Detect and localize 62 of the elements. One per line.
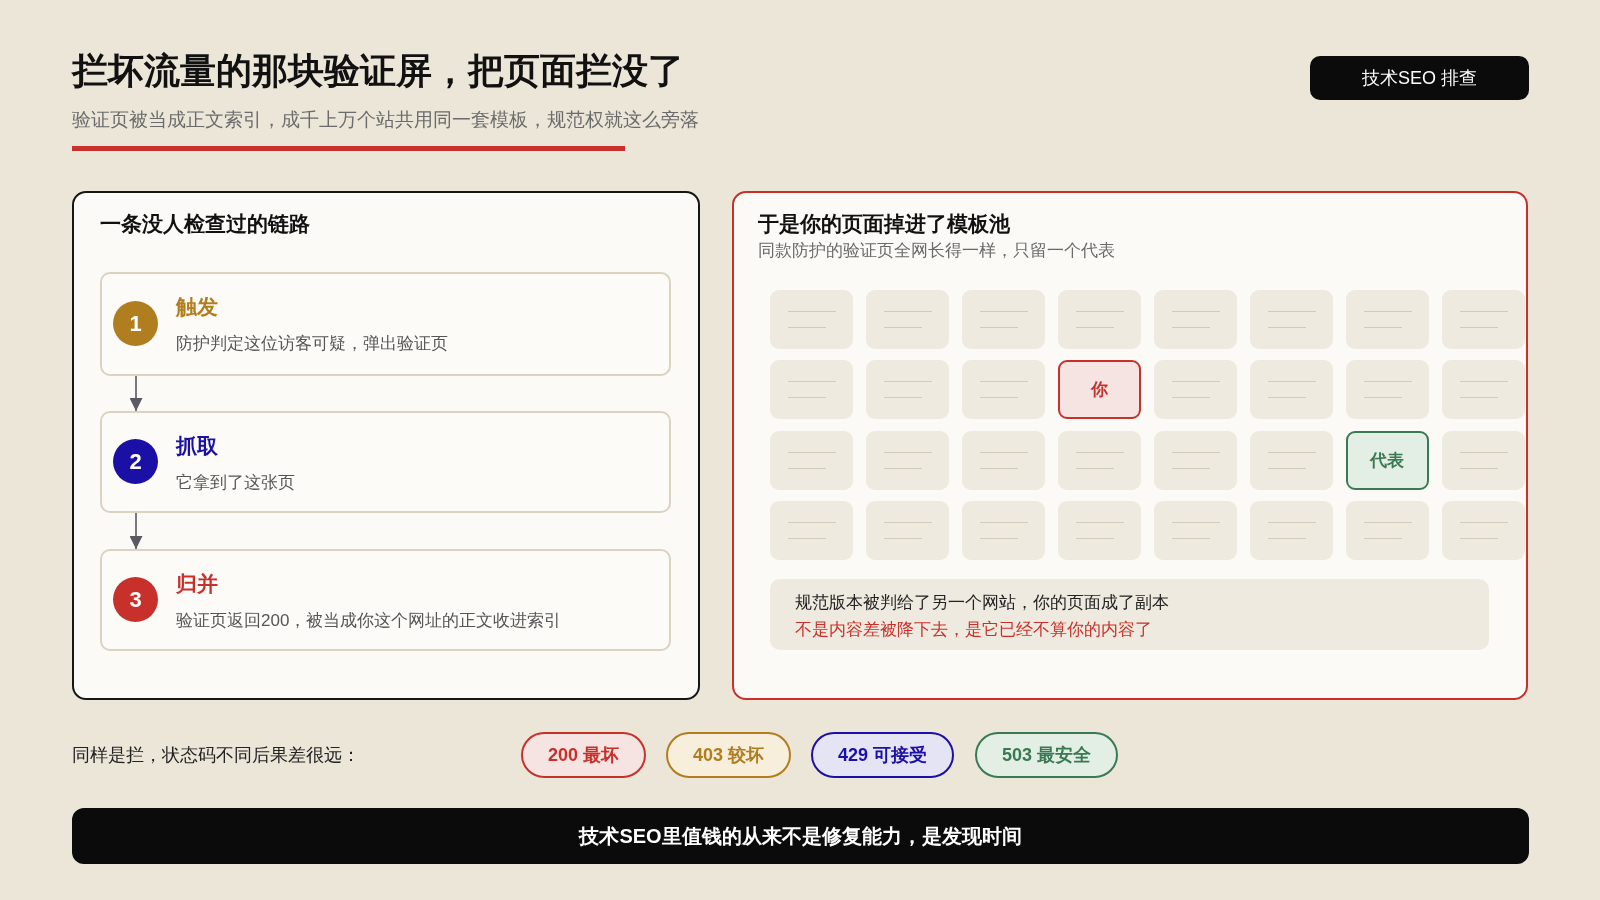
template-card: [769, 430, 853, 490]
template-card: [1153, 359, 1237, 419]
page-title: 拦坏流量的那块验证屏，把页面拦没了: [72, 49, 684, 93]
template-card: [1057, 289, 1141, 349]
step-description: 验证页返回200，被当成你这个网址的正文收进索引: [176, 610, 562, 632]
template-card: [961, 430, 1045, 490]
template-pool-panel: [732, 191, 1528, 700]
template-card: [1345, 289, 1429, 349]
template-card: [1153, 430, 1237, 490]
template-card: [1441, 430, 1525, 490]
warning-text: 不是内容差被降下去，是它已经不算你的内容了: [794, 618, 1152, 641]
takeaway-banner: 技术SEO里值钱的从来不是修复能力，是发现时间: [72, 808, 1529, 864]
template-card: [865, 430, 949, 490]
step-number: 3: [113, 577, 158, 622]
template-card: [769, 500, 853, 560]
flow-panel: [72, 191, 700, 700]
template-card: [1249, 500, 1333, 560]
template-card: [1153, 500, 1237, 560]
arrow: [129, 375, 143, 412]
step-title: 抓取: [176, 433, 218, 459]
template-card: [1345, 500, 1429, 560]
template-card: [1441, 289, 1525, 349]
template-card: [961, 289, 1045, 349]
status-code-pill: 403 较坏: [666, 732, 791, 778]
step-card: [100, 411, 671, 513]
status-intro-text: 同样是拦，状态码不同后果差很远：: [72, 744, 360, 767]
template-card: [961, 359, 1045, 419]
arrow: [129, 512, 143, 550]
template-card: [1345, 359, 1429, 419]
step-card: [100, 272, 671, 376]
step-title: 归并: [176, 571, 218, 597]
step-title: 触发: [176, 294, 218, 320]
your-page-card: 你: [1057, 359, 1141, 419]
template-card: [865, 289, 949, 349]
template-card: [1057, 500, 1141, 560]
template-card: [865, 500, 949, 560]
panel-heading: 于是你的页面掉进了模板池: [758, 211, 1010, 237]
step-card: [100, 549, 671, 651]
step-number: 1: [113, 301, 158, 346]
status-code-pill: 503 最安全: [975, 732, 1118, 778]
template-card: [1441, 500, 1525, 560]
template-card: [1057, 430, 1141, 490]
step-description: 防护判定这位访客可疑，弹出验证页: [176, 333, 448, 355]
panel-subheading: 同款防护的验证页全网长得一样，只留一个代表: [758, 240, 1115, 262]
subtitle: 验证页被当成正文索引，成千上万个站共用同一套模板，规范权就这么旁落: [72, 108, 699, 132]
template-card: [1153, 289, 1237, 349]
status-code-pill: 429 可接受: [811, 732, 954, 778]
template-card: [865, 359, 949, 419]
template-card: [1249, 289, 1333, 349]
template-card: [1249, 430, 1333, 490]
note-text: 规范版本被判给了另一个网站，你的页面成了副本: [794, 591, 1169, 614]
panel-heading: 一条没人检查过的链路: [100, 211, 310, 237]
template-card: [769, 359, 853, 419]
template-card: [1249, 359, 1333, 419]
step-description: 它拿到了这张页: [176, 472, 295, 494]
step-number: 2: [113, 439, 158, 484]
template-card: [961, 500, 1045, 560]
topic-tag: 技术SEO 排查: [1310, 56, 1529, 100]
template-card: [1441, 359, 1525, 419]
status-code-pill: 200 最坏: [521, 732, 646, 778]
template-card: [769, 289, 853, 349]
representative-card: 代表: [1345, 430, 1429, 490]
